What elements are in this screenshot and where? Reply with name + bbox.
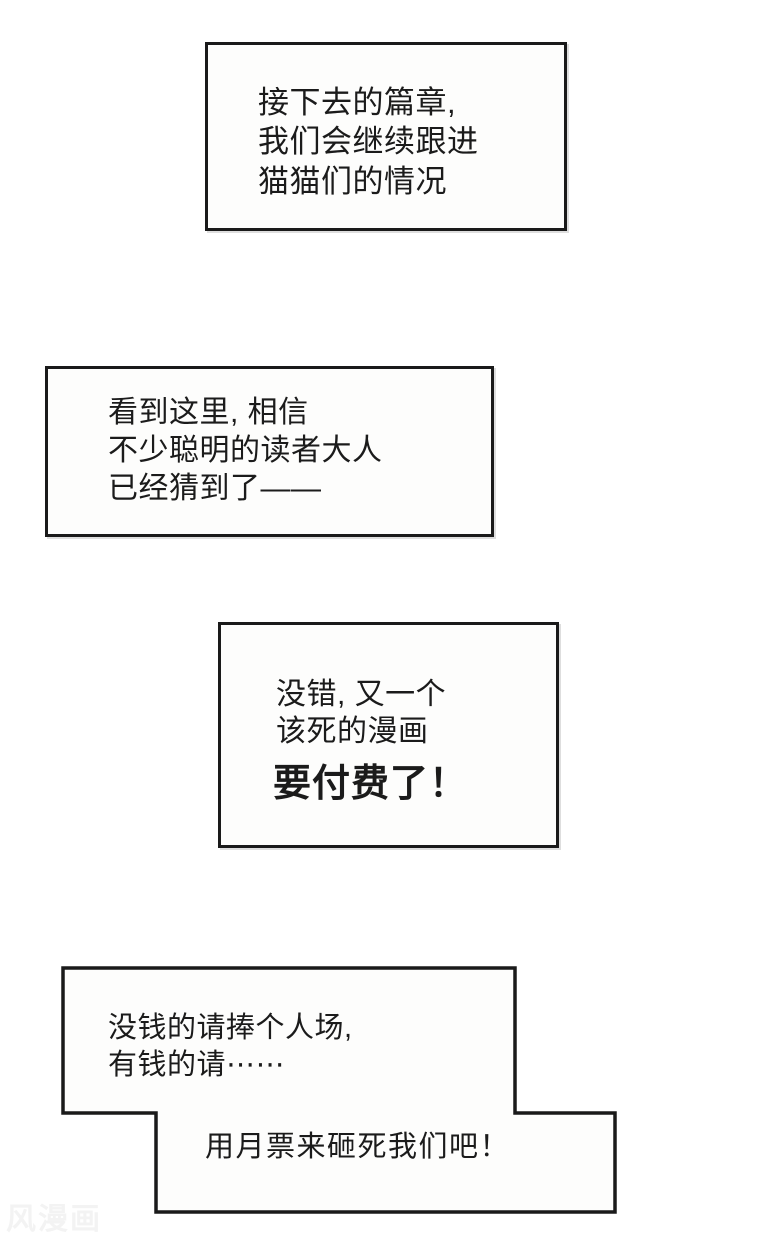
speech-bubble-4-lower-text: 用月票来砸死我们吧！ — [205, 1131, 511, 1163]
watermark-logo: 风漫画 — [6, 1203, 102, 1236]
speech-bubble-2: 看到这里, 相信 不少聪明的读者大人 已经猜到了—— — [45, 366, 494, 537]
speech-bubble-3: 没错, 又一个 该死的漫画 要付费了！ — [218, 622, 559, 848]
speech-bubble-3-emphasis-text: 要付费了！ — [273, 763, 469, 805]
speech-bubble-1-text: 接下去的篇章, 我们会继续跟进 猫猫们的情况 — [258, 85, 479, 199]
speech-bubble-2-text: 看到这里, 相信 不少聪明的读者大人 已经猜到了—— — [108, 396, 383, 506]
speech-bubble-4-outline — [61, 966, 617, 1214]
speech-bubble-4-upper-text: 没钱的请捧个人场, 有钱的请⋯⋯ — [108, 1012, 353, 1081]
speech-bubble-3-text: 没错, 又一个 该死的漫画 — [276, 678, 447, 748]
speech-bubble-4: 没钱的请捧个人场, 有钱的请⋯⋯ 用月票来砸死我们吧！ — [60, 965, 618, 1215]
speech-bubble-1: 接下去的篇章, 我们会继续跟进 猫猫们的情况 — [205, 42, 567, 231]
